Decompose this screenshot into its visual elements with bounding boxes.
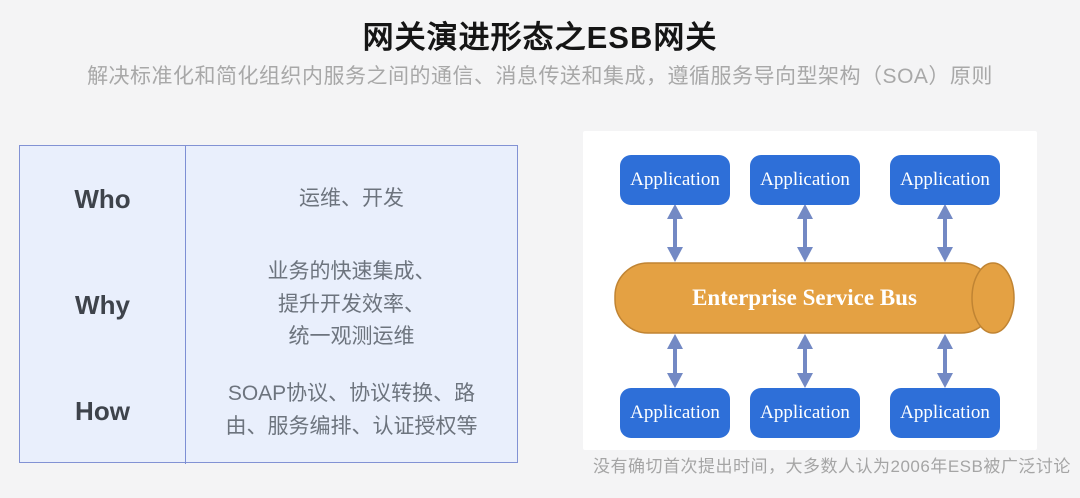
who-why-how-table: Who 运维、开发 Why 业务的快速集成、 提升开发效率、 统一观测运维 Ho… bbox=[19, 145, 518, 464]
application-box-label: Application bbox=[630, 402, 720, 423]
application-box: Application bbox=[750, 388, 860, 438]
table-row-who-value: 运维、开发 bbox=[299, 186, 404, 210]
application-box: Application bbox=[890, 155, 1000, 205]
diagram-caption: 没有确切首次提出时间，大多数人认为2006年ESB被广泛讨论 bbox=[593, 457, 1071, 476]
page-title: 网关演进形态之ESB网关 bbox=[362, 20, 718, 55]
application-box-label: Application bbox=[900, 402, 990, 423]
double-arrow bbox=[937, 334, 953, 388]
double-arrow bbox=[937, 204, 953, 262]
table-row-who-label: Who bbox=[20, 146, 186, 252]
page-subtitle: 解决标准化和简化组织内服务之间的通信、消息传送和集成，遵循服务导向型架构（SOA… bbox=[87, 65, 993, 88]
application-box: Application bbox=[890, 388, 1000, 438]
application-box: Application bbox=[620, 155, 730, 205]
application-box-label: Application bbox=[760, 169, 850, 190]
application-box-label: Application bbox=[760, 402, 850, 423]
table-row-why-value: 业务的快速集成、 提升开发效率、 统一观测运维 bbox=[267, 260, 436, 349]
esb-bus-label: Enterprise Service Bus bbox=[692, 285, 917, 310]
esb-diagram-panel: Application Application Application Appl… bbox=[583, 131, 1037, 450]
double-arrow bbox=[797, 334, 813, 388]
double-arrow bbox=[667, 204, 683, 262]
application-box-label: Application bbox=[900, 169, 990, 190]
application-box-label: Application bbox=[630, 169, 720, 190]
table-row-how-value: SOAP协议、协议转换、路由、服务编排、认证授权等 bbox=[225, 382, 478, 438]
application-box: Application bbox=[620, 388, 730, 438]
double-arrow bbox=[667, 334, 683, 388]
double-arrow bbox=[797, 204, 813, 262]
table-row-why-label: Why bbox=[20, 252, 186, 358]
table-row-how-label: How bbox=[20, 358, 186, 464]
esb-diagram-graphic bbox=[614, 204, 1015, 388]
application-box: Application bbox=[750, 155, 860, 205]
esb-bus-cylinder bbox=[614, 262, 1015, 334]
